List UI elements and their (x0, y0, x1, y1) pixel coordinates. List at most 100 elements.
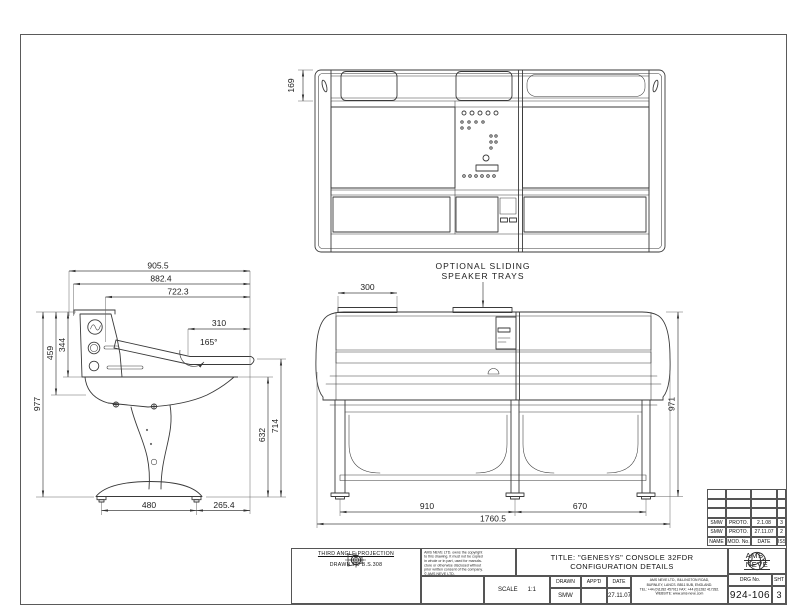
rev-header-date: DATE (751, 536, 777, 546)
stand-frame (330, 399, 656, 500)
drawing-title-line2: CONFIGURATION DETAILS (570, 562, 674, 571)
rev-mod: PROTO. (726, 527, 751, 537)
rev-date: 27.11.07 (751, 527, 777, 537)
dim-text-722-3: 722.3 (167, 287, 189, 297)
company-logo-cell: AMS NEVE (728, 548, 786, 574)
neve-arc-badge (487, 368, 500, 375)
rev-cell (707, 498, 726, 508)
speaker-tray-tab-left (337, 307, 398, 313)
ams-neve-logo-icon (747, 551, 767, 571)
dim-text-165deg: 165° (200, 337, 218, 347)
drg-no-value: 924-106 (728, 586, 772, 604)
top-view-master-section (460, 110, 499, 178)
front-view: OPTIONAL SLIDING SPEAKER TRAYS (315, 261, 683, 528)
revision-table: SMW PROTO. 2.1.08 3 SMW PROTO. 27.11.07 … (707, 489, 786, 546)
rev-date: 2.1.08 (751, 517, 777, 527)
rev-cell (726, 498, 751, 508)
rev-header-iss: ISS. (777, 536, 786, 546)
dim-text-300: 300 (360, 282, 374, 292)
speaker-tray-centre (455, 71, 513, 101)
speaker-tray-tab-centre (452, 307, 513, 313)
address-line: WEBSITE: www.ams-neve.com (655, 592, 704, 597)
side-view-dimensions: 905.5 882.4 722.3 310 165° 977 459 344 6… (32, 261, 286, 515)
neve-logo-badge (87, 319, 103, 335)
address-line: TEL: +44 (0)1282 457011 FAX: +44 (0)1282… (639, 587, 720, 592)
scale-cell: SCALE 1:1 (484, 576, 550, 604)
appd-value (581, 588, 607, 604)
dim-text-310: 310 (212, 318, 226, 328)
address-line: BURNLEY, LANCS. BB11 5UB, ENGLAND. (646, 582, 713, 588)
drawn-value: SMW (550, 588, 581, 604)
copyright-box: AMS NEVE LTD. owns the copyright to this… (421, 548, 516, 576)
rev-cell (777, 489, 786, 499)
rev-header-mod: MOD. No. (726, 536, 751, 546)
copyright-line: AMS NEVE LTD. owns the copyright (424, 550, 483, 555)
front-view-dimensions: 300 971 910 670 1760.5 (316, 282, 683, 528)
side-view-console (73, 309, 255, 503)
copyright-line: prior written consent of the company. (424, 567, 483, 573)
dim-text-971: 971 (667, 397, 677, 411)
speaker-tray-left (340, 71, 398, 101)
blank-cell (421, 576, 484, 604)
rev-iss: 2 (777, 527, 786, 537)
date-header: DATE (607, 576, 631, 588)
side-view: 905.5 882.4 722.3 310 165° 977 459 344 6… (32, 261, 286, 515)
dim-text-1760-5: 1760.5 (480, 514, 506, 524)
top-view: 169 (286, 69, 666, 253)
scale-label: SCALE (497, 587, 518, 593)
top-view-console (314, 69, 666, 253)
drawing-frame (20, 34, 787, 605)
dim-text-480: 480 (142, 500, 156, 510)
dim-text-882-4: 882.4 (150, 274, 172, 284)
rev-cell (707, 508, 726, 518)
brand-ams: AMS (743, 551, 771, 561)
dim-text-905-5: 905.5 (147, 261, 169, 271)
rev-name: SMW (707, 527, 726, 537)
neve-logotype (497, 327, 511, 333)
armrest-profile (113, 339, 255, 365)
copyright-line: cture or otherwise disclosed without (424, 563, 482, 568)
sht-value: 3 (772, 586, 786, 604)
dim-text-169: 169 (286, 78, 296, 92)
rev-cell (751, 489, 777, 499)
date-value: 27.11.07 (607, 588, 631, 604)
drg-no-header: DRG No. (728, 574, 772, 586)
address-line: AMS NEVE LTD., BILLINGTON ROAD, (649, 578, 710, 583)
copyright-line: to this drawing. It must not be copied (424, 554, 483, 560)
projection-symbol-target-icon (348, 552, 364, 568)
dim-text-714: 714 (270, 419, 280, 433)
speaker-tray-callout: OPTIONAL SLIDING SPEAKER TRAYS (435, 261, 530, 308)
rev-cell (726, 489, 751, 499)
appd-header: APP'D (581, 576, 607, 588)
leg-profile (130, 406, 150, 490)
speaker-trays-label-line2: SPEAKER TRAYS (441, 271, 524, 281)
rev-cell (751, 498, 777, 508)
title-block: THIRD ANGLE PROJECTION DRAW (291, 548, 786, 604)
drawing-title-cell: TITLE: "GENESYS" CONSOLE 32FDR CONFIGURA… (516, 548, 728, 576)
dim-text-632: 632 (257, 428, 267, 442)
speaker-trays-label-line1: OPTIONAL SLIDING (435, 261, 530, 271)
company-address-cell: AMS NEVE LTD., BILLINGTON ROAD, BURNLEY,… (631, 576, 728, 604)
mount-bolts (112, 401, 158, 410)
rev-cell (726, 508, 751, 518)
rev-cell (777, 508, 786, 518)
copyright-line: in whole or in part, used for manufa- (424, 559, 482, 564)
rev-cell (707, 489, 726, 499)
dim-top-bridge-depth: 169 (286, 69, 313, 102)
dim-text-344: 344 (57, 338, 67, 352)
dim-text-265-4: 265.4 (213, 500, 235, 510)
rev-header-name: NAME (707, 536, 726, 546)
scale-value: 1:1 (527, 587, 537, 593)
projection-box: THIRD ANGLE PROJECTION DRAW (291, 548, 421, 604)
dim-text-459: 459 (45, 346, 55, 360)
rev-name: SMW (707, 517, 726, 527)
drawn-header: DRAWN (550, 576, 581, 588)
drawing-title-line1: TITLE: "GENESYS" CONSOLE 32FDR (550, 553, 694, 562)
dim-text-670: 670 (573, 501, 587, 511)
rev-iss: 3 (777, 517, 786, 527)
rev-mod: PROTO. (726, 517, 751, 527)
foot-base (95, 481, 203, 497)
dim-text-910: 910 (420, 501, 434, 511)
sht-header: SHT (772, 574, 786, 586)
